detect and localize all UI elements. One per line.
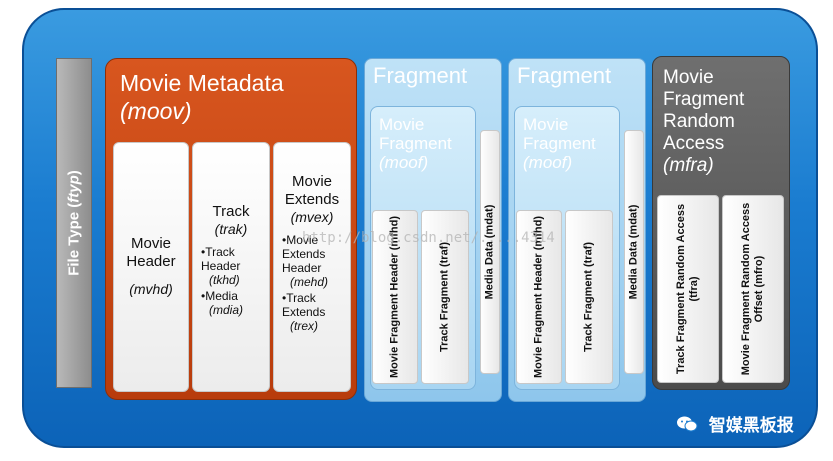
movie-header-card: Movie Header (mvhd): [113, 142, 189, 392]
mdat-card-1: Media Data (mdat): [480, 130, 500, 374]
movie-metadata-code: (moov): [120, 98, 192, 124]
mfra-title: Movie Fragment Random Access (mfra): [663, 67, 745, 176]
brand-name: 智媒黑板报: [708, 416, 794, 435]
movie-header-label: Movie Header: [126, 235, 176, 270]
movie-metadata-title: Movie Metadata (moov): [120, 70, 284, 124]
tfra-card: Track Fragment Random Access (tfra): [657, 195, 719, 383]
movie-header-code: (mvhd): [129, 281, 173, 297]
traf-card-1: Track Fragment (traf): [421, 210, 469, 384]
mfro-card: Movie Fragment Random Access Offset (mfr…: [722, 195, 784, 383]
mfhd-card-1: Movie Fragment Header (mfhd): [372, 210, 418, 384]
movie-extends-card: Movie Extends (mvex) •Movie Extends Head…: [273, 142, 351, 392]
url-watermark: http://blog.csdn.net/.....4314: [302, 230, 555, 246]
movie-fragment-title-1: Movie Fragment (moof): [379, 115, 452, 172]
file-type-label: File Type (ftyp): [65, 170, 83, 276]
track-extends-item: •Track Extends (trex): [282, 291, 326, 333]
brand-logo: 智媒黑板报: [676, 411, 794, 438]
fragment-title-2: Fragment: [517, 63, 612, 88]
track-code: (trak): [214, 221, 248, 237]
track-header-item: •Track Header (tkhd): [201, 245, 241, 287]
movie-extends-label: Movie Extends: [284, 173, 340, 208]
file-type-box: File Type (ftyp): [56, 58, 92, 388]
fragment-title-1: Fragment: [373, 63, 468, 88]
movie-fragment-title-2: Movie Fragment (moof): [523, 115, 596, 172]
traf-card-2: Track Fragment (traf): [565, 210, 613, 384]
wechat-icon: [676, 415, 698, 438]
movie-extends-code: (mvex): [290, 209, 334, 225]
media-item: •Media (mdia): [201, 289, 244, 317]
mfhd-card-2: Movie Fragment Header (mfhd): [516, 210, 562, 384]
track-card: Track (trak) •Track Header (tkhd) •Media…: [192, 142, 270, 392]
track-label: Track: [212, 203, 250, 220]
movie-extends-header-item: •Movie Extends Header (mehd): [282, 233, 329, 289]
mdat-card-2: Media Data (mdat): [624, 130, 644, 374]
